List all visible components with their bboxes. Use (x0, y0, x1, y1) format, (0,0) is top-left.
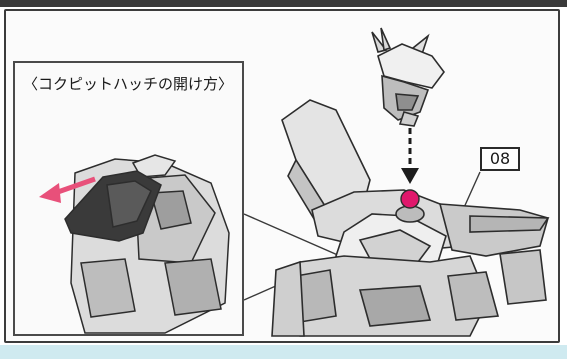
cockpit-hatch-detail-box: 〈コクピットハッチの開け方〉 (13, 61, 244, 336)
bottom-band (0, 345, 567, 359)
attach-point-marker (400, 189, 420, 209)
detail-caption: 〈コクピットハッチの開け方〉 (23, 75, 234, 93)
insert-arrow (401, 128, 419, 184)
top-rule (0, 0, 567, 7)
cockpit-hatch-detail-illustration (39, 154, 230, 334)
head-part-illustration (371, 27, 445, 127)
open-direction-arrow (39, 176, 96, 203)
part-number-badge: 08 (480, 147, 520, 171)
